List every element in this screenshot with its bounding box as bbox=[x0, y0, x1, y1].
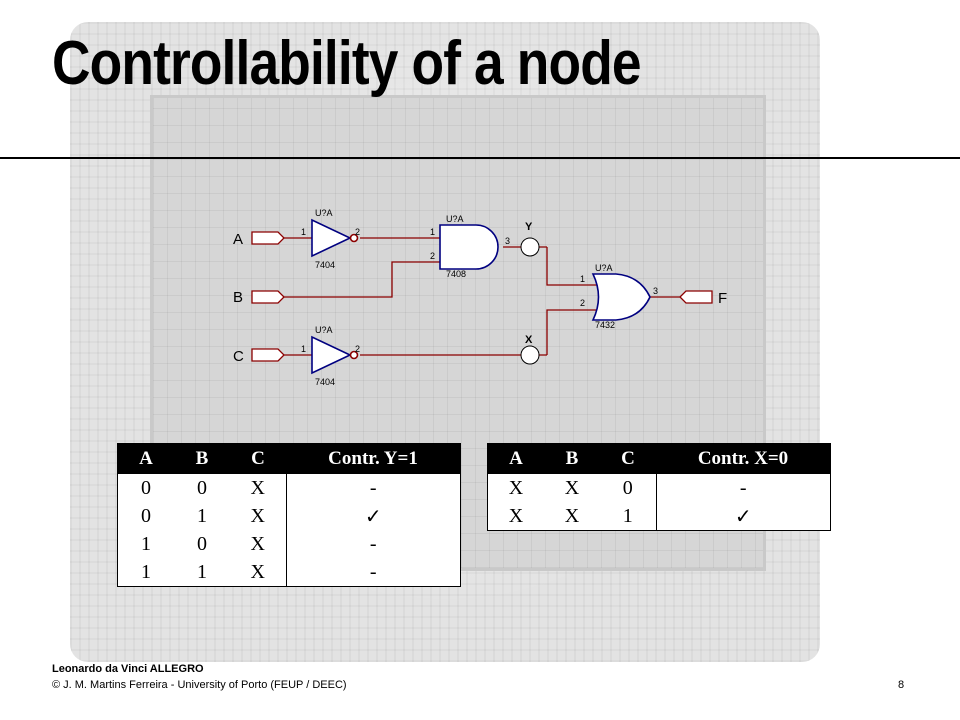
table-cell: - bbox=[655, 474, 830, 502]
footer-project: Leonardo da Vinci ALLEGRO bbox=[52, 663, 204, 675]
table-cell: 1 bbox=[197, 560, 207, 583]
footer-copyright: © J. M. Martins Ferreira - University of… bbox=[52, 679, 347, 691]
inverter-bottom-symbol bbox=[311, 335, 352, 375]
wire-x bbox=[546, 309, 598, 355]
table-row: 0 1 X ✓ bbox=[118, 502, 460, 530]
table-cell: 0 bbox=[197, 532, 207, 555]
or-gate-symbol bbox=[591, 273, 651, 321]
table-cell: X bbox=[250, 560, 265, 583]
table-cell: X bbox=[250, 504, 265, 527]
slide-title: Controllability of a node bbox=[52, 29, 642, 98]
table-cell: - bbox=[285, 558, 460, 586]
table-row: X X 1 ✓ bbox=[488, 502, 830, 530]
wire-b bbox=[284, 261, 440, 298]
and-gate-ref: U?A bbox=[446, 214, 464, 224]
table-cell: 1 bbox=[622, 504, 633, 527]
input-label-b: B bbox=[233, 289, 243, 306]
inverter-top-pin-out: 2 bbox=[355, 227, 360, 237]
table-cell: 0 bbox=[622, 476, 633, 499]
port-b bbox=[251, 290, 285, 304]
table-cell: 1 bbox=[197, 504, 207, 527]
node-x-label: X bbox=[525, 334, 533, 346]
table-y-header-a: A bbox=[118, 444, 174, 474]
table-row: 1 0 X - bbox=[118, 530, 460, 558]
page-number: 8 bbox=[898, 679, 905, 691]
inverter-top-pin-in: 1 bbox=[301, 227, 306, 237]
inverter-top-part: 7404 bbox=[315, 260, 335, 270]
table-cell: - bbox=[285, 530, 460, 558]
table-x-header-a: A bbox=[488, 444, 544, 474]
node-y-probe bbox=[520, 237, 540, 257]
table-cell: X bbox=[508, 476, 524, 499]
table-row: 1 1 X - bbox=[118, 558, 460, 586]
inverter-bottom-pin-in: 1 bbox=[301, 344, 306, 354]
output-label-f: F bbox=[718, 290, 727, 307]
and-gate-part: 7408 bbox=[446, 269, 466, 279]
or-gate-ref: U?A bbox=[595, 263, 613, 273]
inverter-bottom-pin-out: 2 bbox=[355, 344, 360, 354]
and-gate-pin-b: 2 bbox=[430, 251, 435, 261]
and-gate-pin-out: 3 bbox=[505, 236, 510, 246]
truth-table-x: A B C Contr. X=0 X X 0 - X X 1 ✓ bbox=[487, 443, 831, 531]
table-cell: 1 bbox=[141, 532, 151, 555]
table-cell: 0 bbox=[141, 504, 151, 527]
or-gate-pin-out: 3 bbox=[653, 286, 658, 296]
and-gate-pin-a: 1 bbox=[430, 227, 435, 237]
input-label-a: A bbox=[233, 231, 243, 248]
inverter-bottom-ref: U?A bbox=[315, 325, 333, 335]
table-y-header-c: C bbox=[230, 444, 286, 474]
table-row: X X 0 - bbox=[488, 474, 830, 502]
inverter-bottom-part: 7404 bbox=[315, 377, 335, 387]
or-gate-pin-b: 2 bbox=[580, 298, 585, 308]
table-cell: X bbox=[564, 476, 580, 499]
checkmark-icon: ✓ bbox=[655, 502, 830, 530]
table-cell: X bbox=[508, 504, 524, 527]
port-c bbox=[251, 348, 285, 362]
node-y-label: Y bbox=[525, 221, 533, 233]
inverter-top-symbol bbox=[311, 218, 352, 258]
table-x-header-contr: Contr. X=0 bbox=[656, 444, 830, 474]
port-a bbox=[251, 231, 285, 245]
node-x-probe bbox=[520, 345, 540, 365]
table-cell: 1 bbox=[141, 560, 151, 583]
table-cell: 0 bbox=[141, 476, 151, 499]
title-divider bbox=[0, 157, 960, 159]
input-label-c: C bbox=[233, 348, 244, 365]
inverter-top-ref: U?A bbox=[315, 208, 333, 218]
or-gate-part: 7432 bbox=[595, 320, 615, 330]
inverter-bottom-bubble bbox=[349, 350, 359, 360]
table-cell: X bbox=[564, 504, 580, 527]
table-cell: - bbox=[285, 474, 460, 502]
truth-table-y: A B C Contr. Y=1 0 0 X - 0 1 X ✓ 1 0 bbox=[117, 443, 461, 587]
inverter-top-bubble bbox=[349, 233, 359, 243]
wire-y bbox=[546, 247, 598, 286]
table-y-header-b: B bbox=[174, 444, 230, 474]
table-x-header-c: C bbox=[600, 444, 656, 474]
port-f bbox=[679, 290, 713, 304]
and-gate-symbol bbox=[439, 224, 499, 270]
or-gate-pin-a: 1 bbox=[580, 274, 585, 284]
table-cell: X bbox=[250, 476, 265, 499]
table-cell: X bbox=[250, 532, 265, 555]
table-row: 0 0 X - bbox=[118, 474, 460, 502]
table-y-header-contr: Contr. Y=1 bbox=[286, 444, 460, 474]
checkmark-icon: ✓ bbox=[285, 502, 460, 530]
table-x-header-b: B bbox=[544, 444, 600, 474]
table-cell: 0 bbox=[197, 476, 207, 499]
